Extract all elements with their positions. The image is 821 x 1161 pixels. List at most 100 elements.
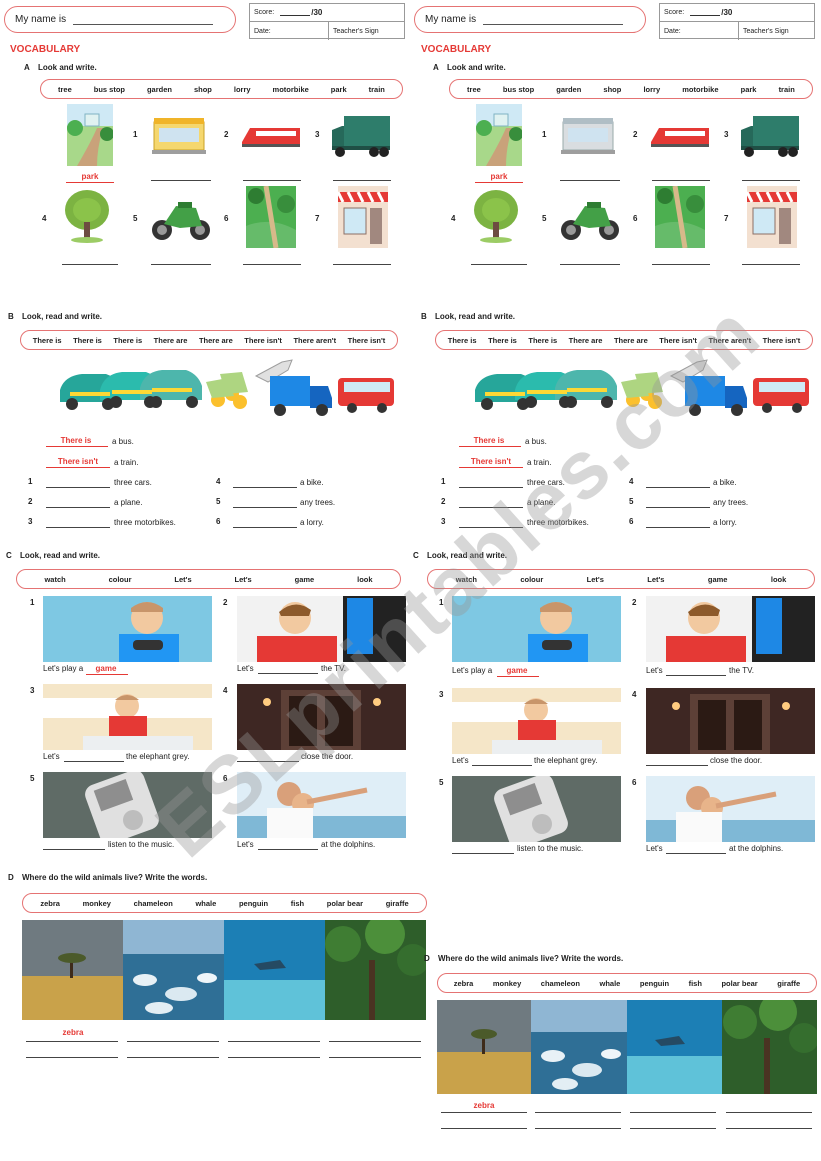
answer-line[interactable] <box>560 180 620 181</box>
example-sentence: a bus. <box>525 437 547 446</box>
date-label: Date: <box>254 27 271 35</box>
answer-line[interactable] <box>243 180 301 181</box>
answer-line[interactable] <box>459 507 523 508</box>
bus-stop-picture <box>559 116 617 156</box>
word-bank-item: polar bear <box>326 898 364 908</box>
answer-line[interactable] <box>666 853 726 854</box>
answer-line[interactable] <box>441 1128 527 1129</box>
door-photo <box>646 688 815 754</box>
section-instruction: Look, read and write. <box>427 551 508 560</box>
answer-line[interactable] <box>243 264 301 265</box>
answer-line[interactable] <box>329 1057 421 1058</box>
section-instruction: Look, read and write. <box>435 312 516 321</box>
sentence-after: the TV. <box>321 664 346 673</box>
item-number: 2 <box>633 130 638 139</box>
item-sentence: any trees. <box>300 498 336 507</box>
word-bank-item: Let's <box>174 574 192 584</box>
answer-line[interactable] <box>459 487 523 488</box>
word-bank-item: There is <box>73 335 102 345</box>
door-photo <box>237 684 406 750</box>
date-cell[interactable]: Date: <box>660 22 738 40</box>
answer-line[interactable] <box>472 765 532 766</box>
section-letter: B <box>8 312 14 321</box>
answer-line[interactable] <box>62 264 118 265</box>
answer-line[interactable] <box>646 527 710 528</box>
answer-line[interactable] <box>228 1041 320 1042</box>
answer-line[interactable] <box>652 180 710 181</box>
score-field[interactable] <box>280 9 311 16</box>
answer-line[interactable] <box>233 487 297 488</box>
word-bank-b: There is There is There is There are The… <box>20 330 398 350</box>
item-sentence: a bike. <box>300 478 324 487</box>
shop-picture <box>338 186 388 248</box>
example-answer: There isn't <box>57 457 99 466</box>
answer-line[interactable] <box>26 1041 118 1042</box>
example-answer-line <box>46 467 110 468</box>
item-number: 5 <box>542 214 547 223</box>
music-player-photo <box>452 776 621 842</box>
answer-line[interactable] <box>46 487 110 488</box>
answer-line[interactable] <box>459 527 523 528</box>
answer-line[interactable] <box>333 264 391 265</box>
answer-line[interactable] <box>652 264 710 265</box>
name-box[interactable]: My name is <box>4 6 236 33</box>
motorbike-picture <box>559 198 621 242</box>
answer-line[interactable] <box>26 1057 118 1058</box>
word-bank-item: train <box>368 84 385 94</box>
answer-line[interactable] <box>742 180 800 181</box>
name-label: My name is <box>15 14 67 25</box>
answer-line[interactable] <box>46 527 110 528</box>
answer-line[interactable] <box>233 527 297 528</box>
item-number: 1 <box>439 598 444 607</box>
answer-line[interactable] <box>535 1128 621 1129</box>
answer-line[interactable] <box>646 765 708 766</box>
answer-line[interactable] <box>646 487 710 488</box>
word-bank-item: motorbike <box>272 84 309 94</box>
answer-line[interactable] <box>127 1057 219 1058</box>
item-sentence: a lorry. <box>300 518 324 527</box>
answer-line[interactable] <box>228 1057 320 1058</box>
answer-line[interactable] <box>237 761 299 762</box>
word-bank-c: watch colour Let's Let's game look <box>427 569 815 589</box>
name-field[interactable] <box>72 16 213 25</box>
answer-line[interactable] <box>471 264 527 265</box>
answer-line[interactable] <box>441 1112 527 1113</box>
answer-line[interactable] <box>258 673 318 674</box>
name-field[interactable] <box>482 16 623 25</box>
answer-line[interactable] <box>258 849 318 850</box>
vehicles-picture <box>56 352 396 418</box>
train-picture <box>649 122 713 150</box>
answer-line[interactable] <box>64 761 124 762</box>
vocabulary-title: VOCABULARY <box>10 44 81 55</box>
answer-line[interactable] <box>742 264 800 265</box>
sign-cell[interactable]: Teacher's Sign <box>328 22 404 40</box>
answer-line[interactable] <box>666 675 726 676</box>
name-box[interactable]: My name is <box>414 6 646 33</box>
answer-line[interactable] <box>646 507 710 508</box>
sentence-after: at the dolphins. <box>729 844 784 853</box>
item-number: 4 <box>223 686 228 695</box>
date-cell[interactable]: Date: <box>250 22 328 40</box>
sentence-after: listen to the music. <box>517 844 584 853</box>
answer-line[interactable] <box>333 180 391 181</box>
ocean-photo <box>224 920 325 1020</box>
sign-cell[interactable]: Teacher's Sign <box>738 22 814 40</box>
answer-line[interactable] <box>630 1112 716 1113</box>
answer-line[interactable] <box>127 1041 219 1042</box>
answer-line[interactable] <box>233 507 297 508</box>
answer-line[interactable] <box>151 264 211 265</box>
answer-line[interactable] <box>43 849 105 850</box>
answer-line[interactable] <box>151 180 211 181</box>
answer-line[interactable] <box>726 1112 812 1113</box>
answer-line[interactable] <box>535 1112 621 1113</box>
answer-line[interactable] <box>630 1128 716 1129</box>
answer-line[interactable] <box>726 1128 812 1129</box>
score-field[interactable] <box>690 9 721 16</box>
section-instruction: Where do the wild animals live? Write th… <box>22 873 208 882</box>
boy-gaming-photo <box>43 596 212 662</box>
answer-line[interactable] <box>452 853 514 854</box>
answer-line[interactable] <box>46 507 110 508</box>
item-number: 6 <box>224 214 229 223</box>
answer-line[interactable] <box>329 1041 421 1042</box>
answer-line[interactable] <box>560 264 620 265</box>
